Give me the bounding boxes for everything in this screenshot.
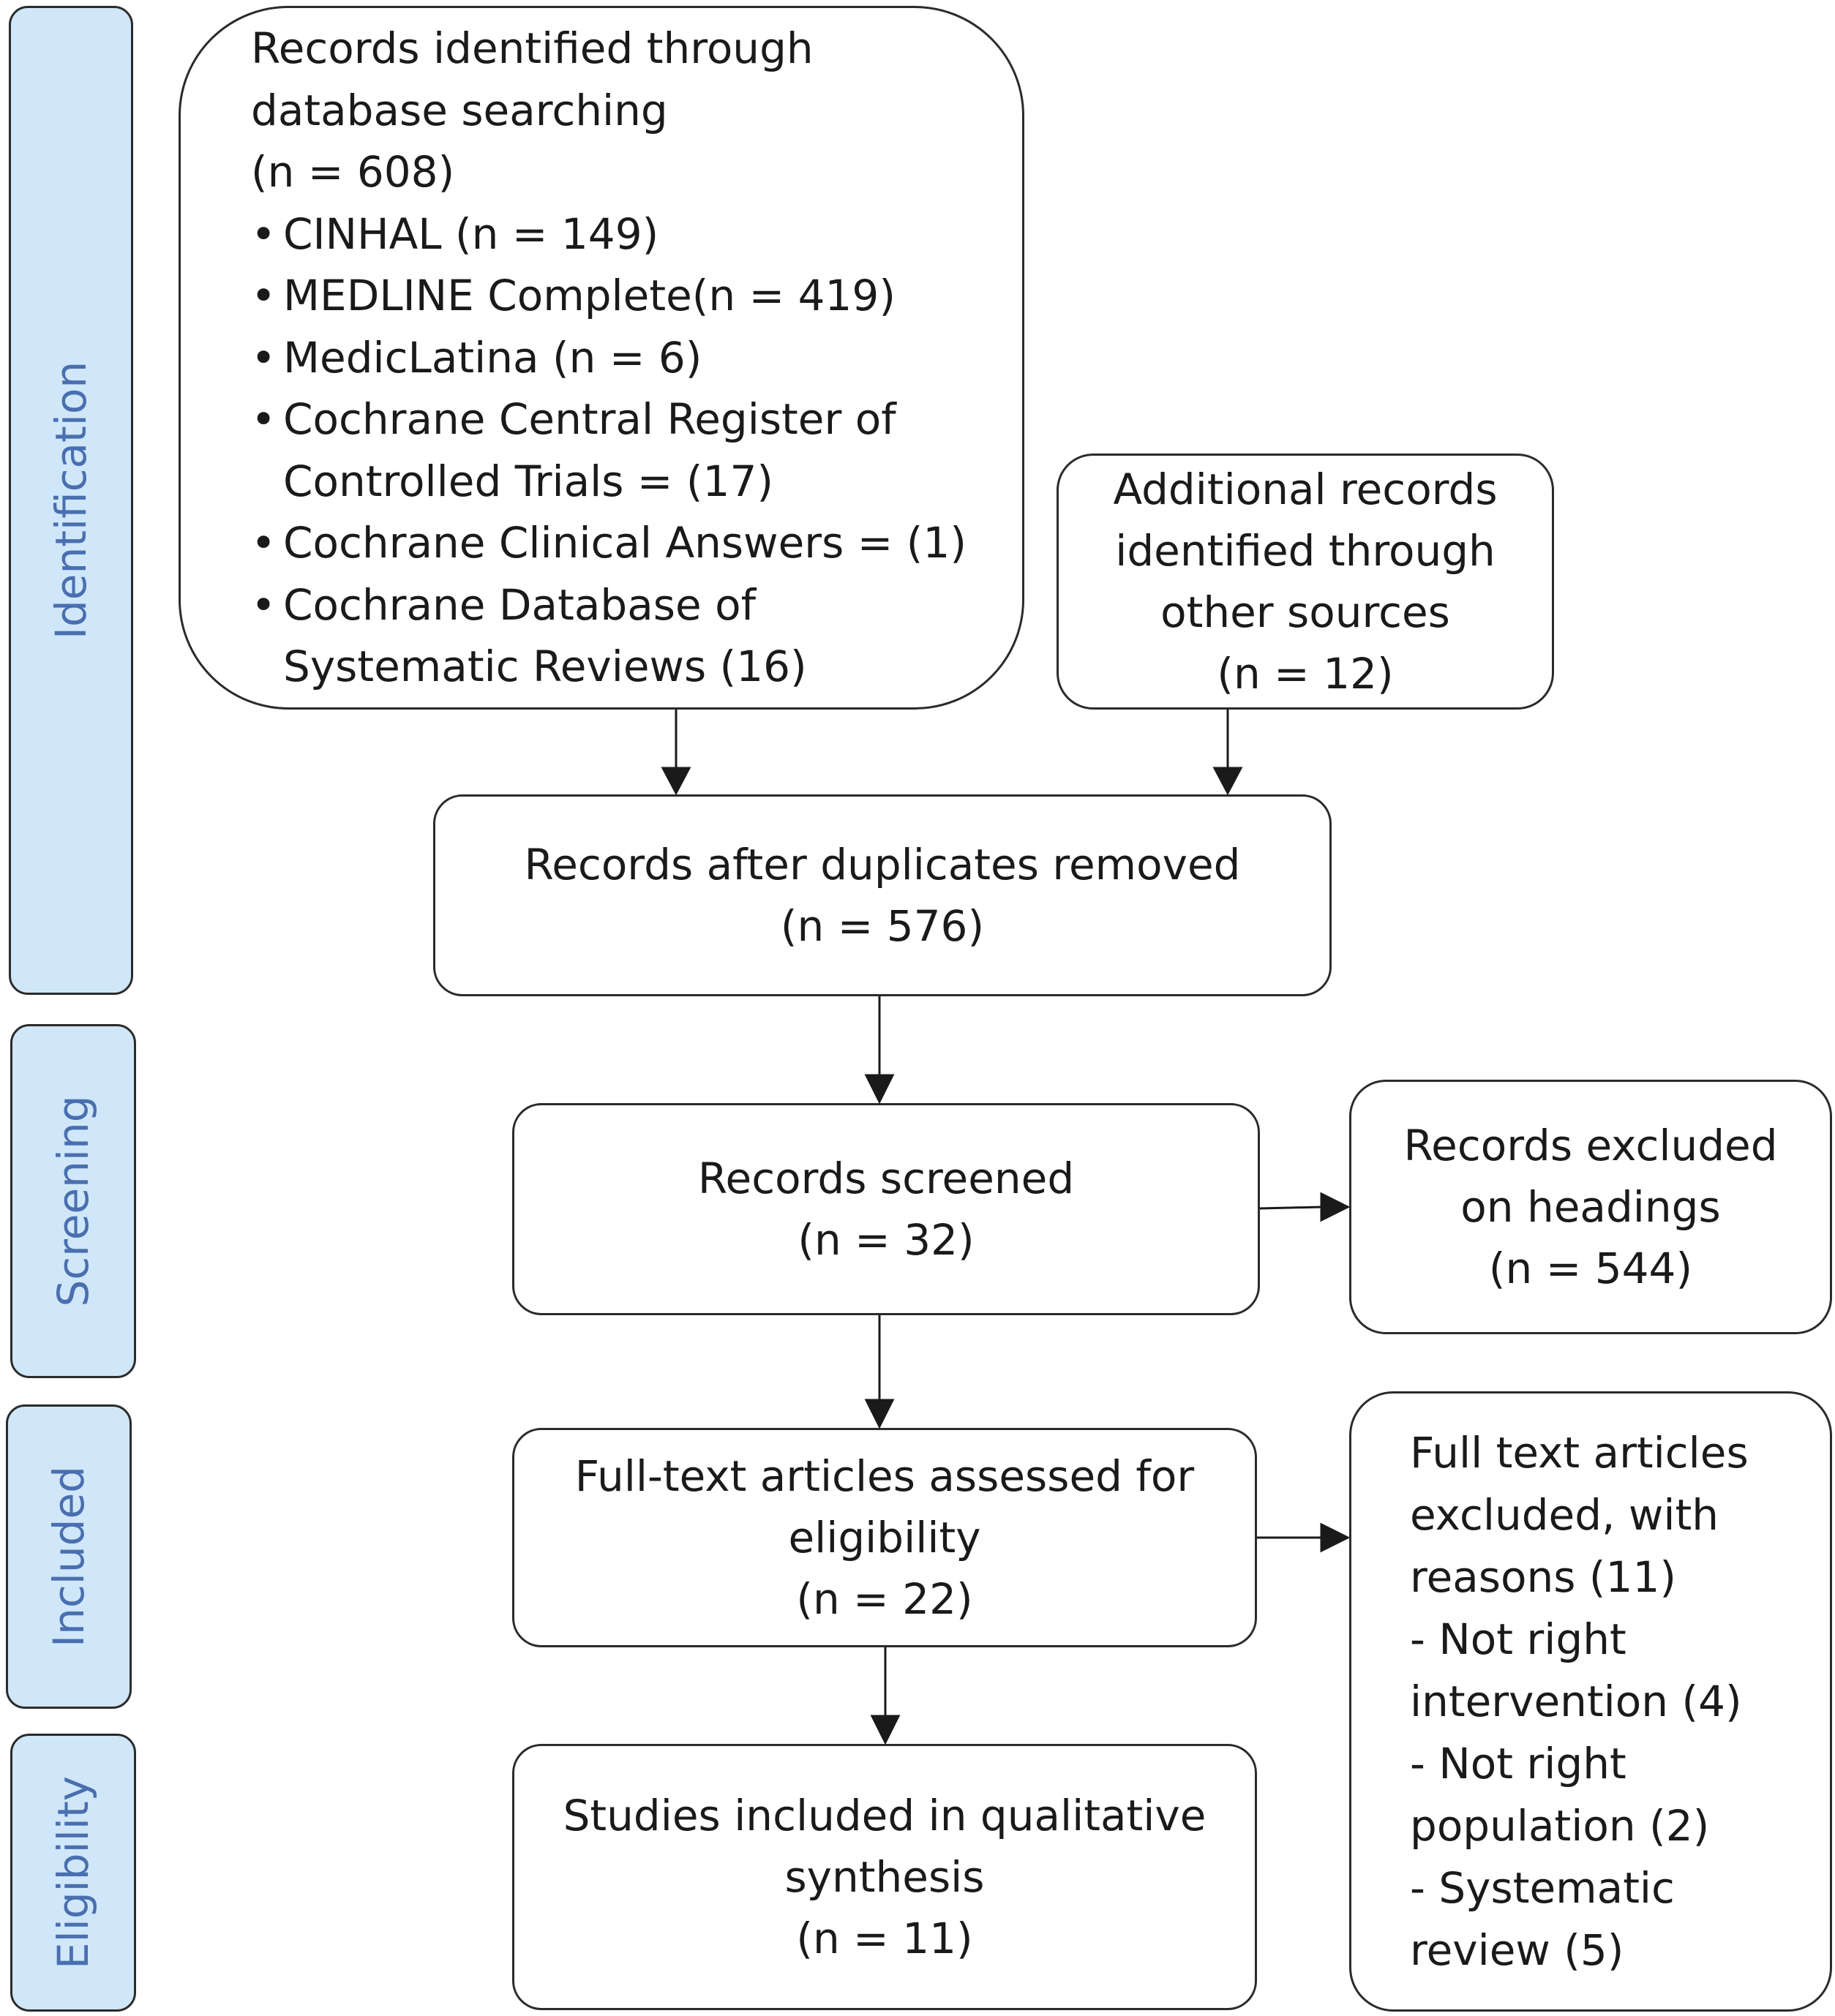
arrowhead-db-to-dedup — [661, 767, 691, 796]
phase-included: Included — [6, 1404, 132, 1709]
arrowhead-other-to-dedup — [1212, 767, 1243, 796]
source-cinhal: CINHAL (n = 149) — [251, 203, 967, 266]
other-sources-line-2: identified through — [1115, 526, 1496, 576]
fulltext-excluded-line-6: - Not right — [1410, 1738, 1626, 1789]
fulltext-excluded-line-8: - Systematic — [1410, 1862, 1675, 1913]
fulltext-excluded-line-4: - Not right — [1410, 1614, 1626, 1664]
fulltext-excluded-line-5: intervention (4) — [1410, 1676, 1742, 1726]
included-studies-line-1: Studies included in qualitative — [563, 1791, 1207, 1840]
additional-records-box: Additional records identified through ot… — [1057, 454, 1554, 710]
records-screened-box: Records screened (n = 32) — [512, 1103, 1260, 1315]
fulltext-excluded-box: Full text articles excluded, with reason… — [1349, 1391, 1832, 2012]
source-cochrane-database-text-1: Cochrane Database of — [283, 579, 756, 630]
arrowhead-screened-to-excluded — [1320, 1192, 1351, 1222]
fulltext-excluded-line-3: reasons (11) — [1410, 1552, 1676, 1602]
source-cochrane-database-text-2: Systematic Reviews (16) — [283, 642, 807, 692]
dedup-line-1: Records after duplicates removed — [524, 840, 1241, 889]
screened-line-2: (n = 32) — [798, 1215, 975, 1265]
source-cochrane-central-text-2: Controlled Trials = (17) — [283, 456, 773, 506]
fulltext-line-2: eligibility — [788, 1513, 981, 1562]
records-database-search-box: Records identified through database sear… — [179, 6, 1024, 710]
records-excluded-box: Records excluded on headings (n = 544) — [1349, 1080, 1832, 1334]
arrowhead-dedup-to-screened — [864, 1074, 895, 1105]
source-medline: MEDLINE Complete(n = 419) — [251, 265, 967, 327]
source-medline-text: MEDLINE Complete(n = 419) — [283, 271, 896, 321]
fulltext-excluded-line-1: Full text articles — [1410, 1427, 1749, 1478]
screened-line-1: Records screened — [697, 1154, 1075, 1203]
db-search-line-1: Records identified through — [251, 23, 814, 74]
database-source-list: CINHAL (n = 149) MEDLINE Complete(n = 41… — [251, 203, 967, 698]
excluded-headings-line-1: Records excluded — [1403, 1121, 1778, 1170]
excluded-headings-line-2: on headings — [1460, 1182, 1721, 1232]
arrowhead-fulltext-to-excluded — [1320, 1522, 1351, 1553]
db-search-line-2: database searching — [251, 85, 668, 135]
excluded-headings-line-3: (n = 544) — [1488, 1244, 1693, 1293]
source-cochrane-clinical-answers-text: Cochrane Clinical Answers = (1) — [283, 518, 967, 568]
other-sources-line-3: other sources — [1160, 587, 1450, 637]
fulltext-excluded-line-7: population (2) — [1410, 1800, 1710, 1851]
duplicates-removed-box: Records after duplicates removed (n = 57… — [433, 794, 1332, 996]
arrowhead-fulltext-to-included — [870, 1715, 901, 1745]
phase-identification: Identification — [9, 6, 133, 995]
other-sources-line-4: (n = 12) — [1217, 649, 1394, 699]
fulltext-excluded-line-2: excluded, with — [1410, 1489, 1719, 1540]
db-search-line-3: (n = 608) — [251, 147, 455, 198]
source-cinhal-text: CINHAL (n = 149) — [283, 208, 659, 259]
phase-screening: Screening — [10, 1024, 136, 1378]
fulltext-excluded-line-9: review (5) — [1410, 1925, 1624, 1975]
source-mediclatina-text: MedicLatina (n = 6) — [283, 332, 702, 383]
included-studies-line-2: synthesis — [784, 1852, 985, 1902]
fulltext-assessed-box: Full-text articles assessed for eligibil… — [512, 1428, 1257, 1647]
studies-included-box: Studies included in qualitative synthesi… — [512, 1744, 1257, 2010]
source-cochrane-clinical-answers: Cochrane Clinical Answers = (1) — [251, 512, 967, 574]
fulltext-line-3: (n = 22) — [796, 1574, 973, 1624]
source-cochrane-central: Cochrane Central Register of Controlled … — [251, 388, 967, 512]
source-mediclatina: MedicLatina (n = 6) — [251, 327, 967, 389]
included-studies-line-3: (n = 11) — [796, 1914, 973, 1963]
fulltext-line-1: Full-text articles assessed for — [574, 1451, 1195, 1501]
arrow-screened-to-excluded — [1259, 1206, 1324, 1210]
source-cochrane-central-text-1: Cochrane Central Register of — [283, 394, 896, 445]
other-sources-line-1: Additional records — [1113, 464, 1498, 514]
dedup-line-2: (n = 576) — [780, 901, 985, 951]
phase-eligibility: Eligibility — [10, 1734, 136, 2012]
source-cochrane-database: Cochrane Database of Systematic Reviews … — [251, 574, 967, 698]
arrowhead-screened-to-fulltext — [864, 1399, 895, 1429]
